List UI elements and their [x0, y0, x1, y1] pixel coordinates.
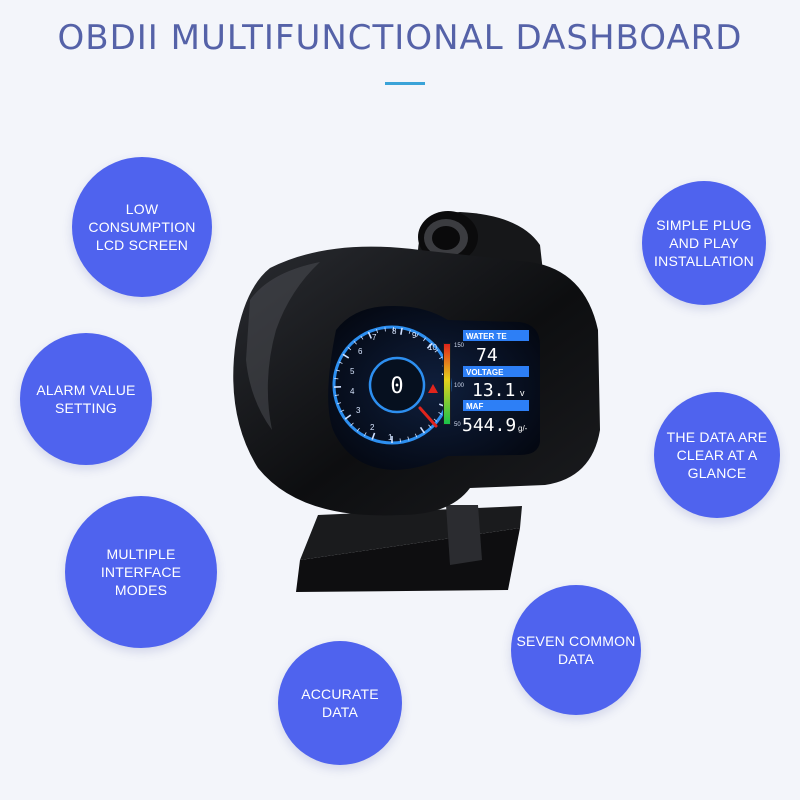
dial-tick-mark — [360, 335, 364, 340]
feature-bubble-seven-common: SEVEN COMMON DATA — [511, 585, 641, 715]
dial-tick-mark — [416, 333, 419, 338]
dial-tick-mark — [426, 342, 433, 349]
dial-tick-mark — [407, 436, 410, 441]
readout-label: WATER TE — [466, 332, 507, 341]
feature-text: MULTIPLE INTERFACE MODES — [100, 546, 182, 598]
dial-tick-mark — [337, 402, 342, 405]
dial-tick-mark — [350, 422, 354, 426]
speed-ring — [368, 356, 426, 414]
feature-text: ALARM VALUE SETTING — [36, 382, 136, 416]
readout-value: 74 — [476, 345, 498, 366]
feature-bubble-alarm-value: ALARM VALUE SETTING — [20, 333, 152, 465]
dial-tick-mark — [408, 329, 411, 334]
readout-maf: MAF 544.9 g/- — [462, 400, 529, 436]
dial-tick-mark — [376, 329, 378, 334]
bar-scale-150: 150 — [454, 343, 465, 349]
dial-tick-mark — [356, 427, 360, 432]
dial-tick-mark — [363, 432, 367, 437]
tachometer-needle — [418, 406, 438, 428]
shell-highlight — [246, 262, 320, 430]
dial-tick-mark — [414, 433, 418, 438]
dial-tick-mark — [344, 414, 352, 420]
dial-tick-mark — [342, 353, 350, 359]
speed-readout: 0 — [390, 374, 403, 399]
dial-tick-mark — [438, 412, 443, 415]
dial-tick-9: 9 — [412, 331, 417, 340]
readout-voltage: VOLTAGE 13.1 v — [463, 366, 529, 401]
dial-tick-mark — [335, 369, 340, 372]
dial-tick-mark — [428, 424, 432, 429]
dial-tick-7: 7 — [372, 333, 377, 342]
lcd-screen: 1 2 3 4 5 6 7 8 9 10 0 150 100 50 WATE — [328, 305, 540, 470]
dial-tick-8: 8 — [392, 327, 397, 336]
dial-tick-1: 1 — [388, 433, 393, 442]
page-title: OBDII MULTIFUNCTIONAL DASHBOARD — [57, 18, 743, 58]
dial-tick-mark — [400, 327, 403, 335]
readout-value: 13.1 — [472, 380, 515, 401]
readout-unit: g/- — [518, 424, 528, 433]
dial-tick-5: 5 — [350, 367, 355, 376]
readout-label: MAF — [466, 402, 483, 411]
dial-tick-marks — [334, 327, 450, 443]
warning-triangle-icon — [428, 384, 438, 393]
stand-base — [296, 505, 522, 592]
dial-tick-mark — [434, 349, 439, 353]
dial-tick-4: 4 — [350, 387, 355, 396]
dial-tick-10: 10 — [428, 343, 437, 352]
readout-label: VOLTAGE — [466, 368, 504, 377]
dial-tick-mark — [347, 347, 352, 351]
dial-tick-mark — [367, 331, 372, 339]
readout-unit: v — [520, 388, 525, 398]
dial-tick-mark — [419, 426, 426, 434]
readout-value: 544.9 — [462, 415, 516, 436]
feature-bubble-data-clear: THE DATA ARE CLEAR AT A GLANCE — [654, 392, 780, 518]
dial-tick-6: 6 — [358, 347, 363, 356]
bar-scale-100: 100 — [454, 383, 465, 389]
feature-text: SEVEN COMMON DATA — [516, 633, 636, 667]
feature-text: LOW CONSUMPTION LCD SCREEN — [88, 201, 196, 253]
dial-tick-mark — [399, 438, 401, 443]
dial-tick-mark — [433, 418, 438, 422]
feature-bubble-accurate-data: ACCURATE DATA — [278, 641, 402, 765]
bar-scale-50: 50 — [454, 422, 461, 428]
dial-tick-2: 2 — [370, 423, 375, 432]
dial-tick-mark — [371, 432, 376, 440]
feature-text: SIMPLE PLUG AND PLAY INSTALLATION — [654, 217, 754, 269]
feature-text: ACCURATE DATA — [301, 686, 379, 720]
feature-text: THE DATA ARE CLEAR AT A GLANCE — [666, 429, 768, 481]
dial-tick-mark — [340, 409, 345, 413]
title-underline — [385, 82, 425, 85]
dial-tick-3: 3 — [356, 406, 361, 415]
feature-bubble-simple-plug: SIMPLE PLUG AND PLAY INSTALLATION — [642, 181, 766, 305]
dial-tick-mark — [338, 361, 343, 364]
dial-tick-mark — [334, 394, 339, 396]
dial-tick-mark — [439, 356, 443, 360]
dial-tick-mark — [353, 340, 357, 345]
feature-bubble-low-consumption: LOW CONSUMPTION LCD SCREEN — [72, 157, 212, 297]
feature-bubble-multiple-interface: MULTIPLE INTERFACE MODES — [65, 496, 217, 648]
readout-water-temp: WATER TE 74 — [463, 330, 529, 366]
level-bar-fill — [444, 344, 450, 424]
dial-tick-mark — [423, 337, 427, 342]
